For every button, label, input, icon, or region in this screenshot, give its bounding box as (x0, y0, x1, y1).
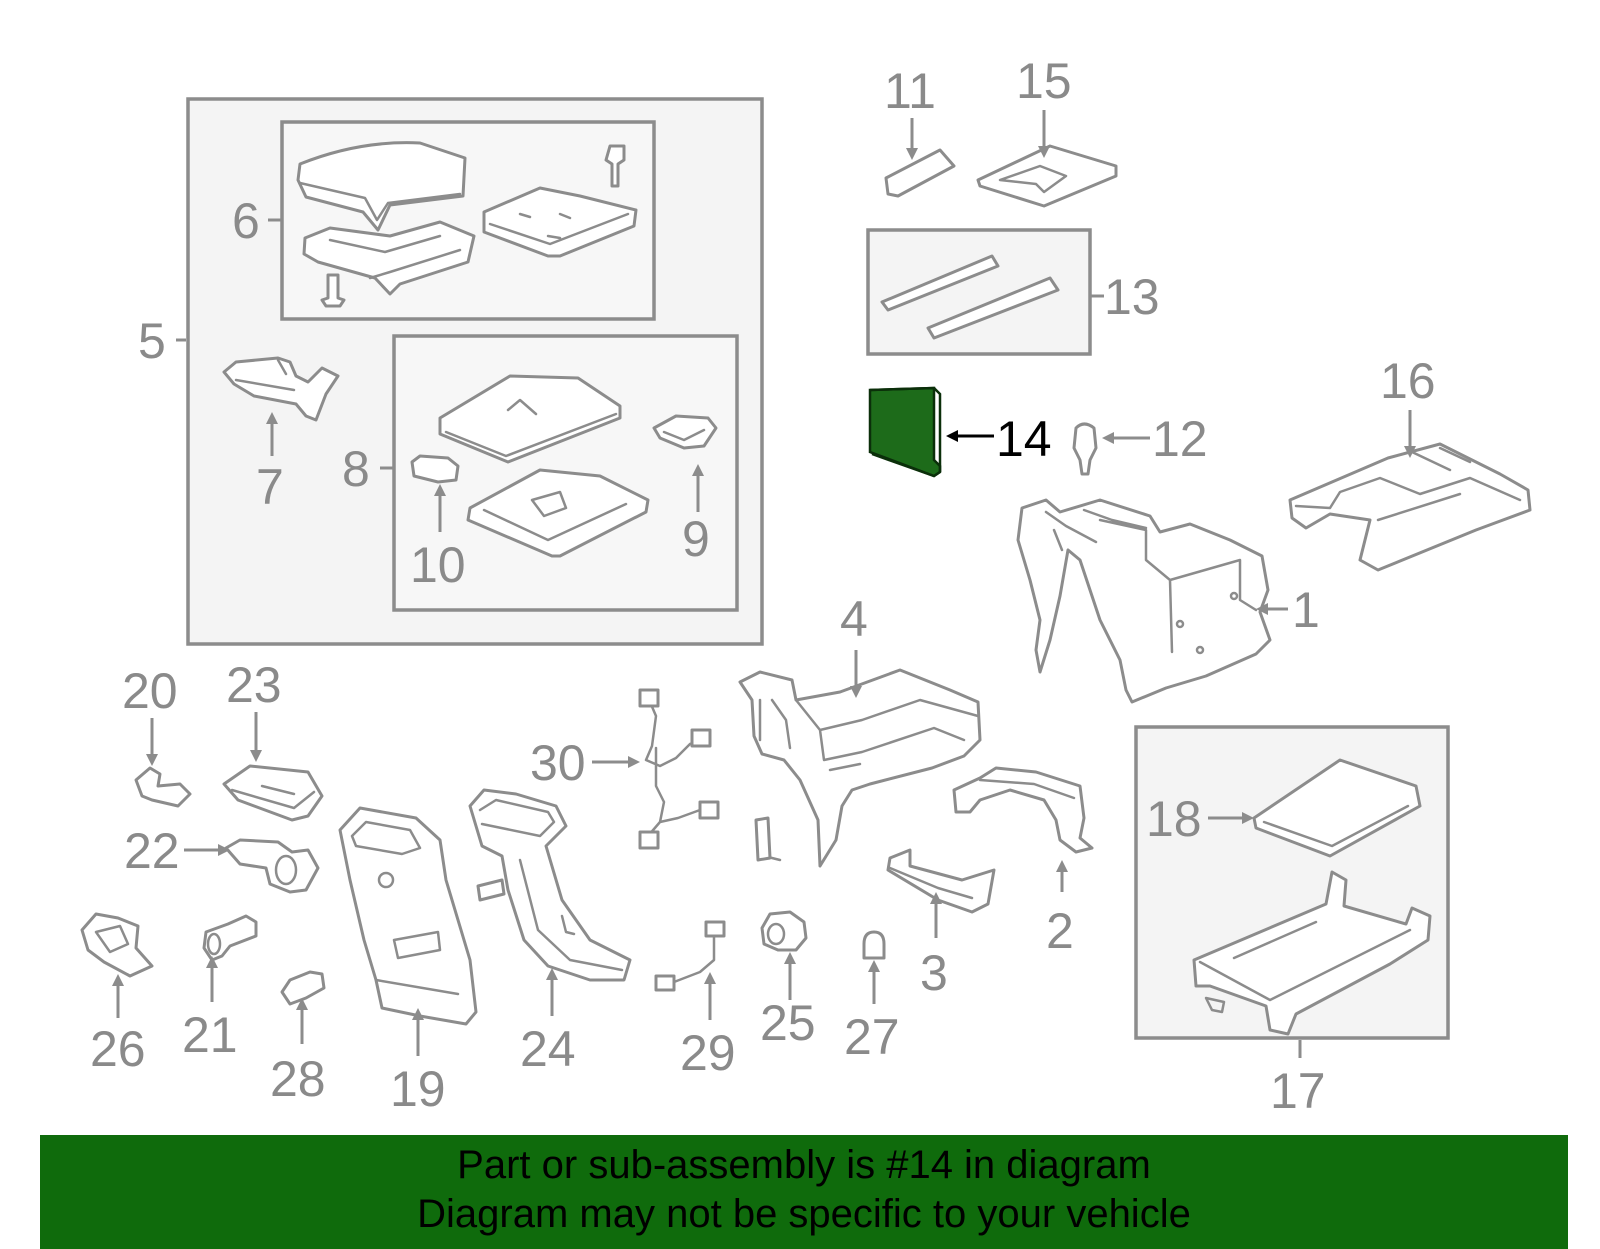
part-6-armrest-lid[interactable] (296, 141, 638, 308)
part-4-frame[interactable] (738, 668, 982, 868)
part-1-console-body[interactable] (1016, 498, 1272, 704)
callout-12[interactable]: 12 (1152, 411, 1208, 467)
part-28-bulb[interactable] (280, 970, 326, 1006)
callout-26[interactable]: 26 (90, 1021, 146, 1077)
callout-28[interactable]: 28 (270, 1051, 326, 1107)
part-13-liner-strips[interactable] (880, 254, 1060, 340)
callout-3[interactable]: 3 (920, 945, 948, 1001)
part-30-wiring-harness[interactable] (638, 688, 720, 850)
callout-6[interactable]: 6 (232, 193, 260, 249)
part-18-tray[interactable] (1252, 758, 1422, 858)
part-8-tray-assembly[interactable] (438, 374, 650, 558)
banner-line-disclaimer: Diagram may not be specific to your vehi… (417, 1192, 1191, 1236)
callout-22[interactable]: 22 (124, 823, 180, 879)
part-24-duct[interactable] (468, 788, 632, 982)
callout-8[interactable]: 8 (342, 441, 370, 497)
leader-lines (112, 110, 1416, 1058)
part-27-plug[interactable] (862, 930, 886, 960)
part-10-cap[interactable] (410, 454, 460, 484)
callout-19[interactable]: 19 (390, 1061, 446, 1117)
callout-7[interactable]: 7 (256, 459, 284, 515)
callout-20[interactable]: 20 (122, 663, 178, 719)
callout-15[interactable]: 15 (1016, 53, 1072, 109)
part-23-ashtray[interactable] (222, 764, 324, 822)
callout-25[interactable]: 25 (760, 995, 816, 1051)
part-11-strip[interactable] (884, 148, 956, 198)
part-3-pocket[interactable] (886, 848, 996, 914)
part-17-tray-base[interactable] (1192, 870, 1432, 1036)
callout-18[interactable]: 18 (1146, 791, 1202, 847)
callout-16[interactable]: 16 (1380, 353, 1436, 409)
part-22-lighter[interactable] (224, 838, 320, 894)
part-14-highlighted[interactable] (868, 386, 942, 478)
callout-17[interactable]: 17 (1270, 1063, 1326, 1119)
part-9-clip[interactable] (652, 414, 718, 450)
callout-13[interactable]: 13 (1104, 269, 1160, 325)
callout-24[interactable]: 24 (520, 1021, 576, 1077)
callout-11[interactable]: 11 (884, 63, 936, 119)
callout-29[interactable]: 29 (680, 1025, 736, 1081)
part-15-mat[interactable] (976, 144, 1118, 208)
part-2-bracket[interactable] (952, 766, 1094, 854)
callout-1[interactable]: 1 (1292, 582, 1320, 638)
callout-23[interactable]: 23 (226, 657, 282, 713)
banner-line-part: Part or sub-assembly is #14 in diagram (457, 1143, 1151, 1187)
callout-21[interactable]: 21 (182, 1007, 238, 1063)
part-7-bracket[interactable] (222, 356, 340, 422)
callout-10[interactable]: 10 (410, 537, 466, 593)
part-16-rear-tray[interactable] (1288, 442, 1532, 572)
part-20-clip[interactable] (134, 766, 192, 808)
callout-27[interactable]: 27 (844, 1009, 900, 1065)
part-19-rear-panel[interactable] (338, 806, 478, 1026)
callout-5[interactable]: 5 (138, 313, 166, 369)
callout-9[interactable]: 9 (682, 511, 710, 567)
part-29-sub-harness[interactable] (654, 920, 726, 992)
part-12-pin[interactable] (1072, 422, 1098, 476)
callout-labels: 1 2 3 4 5 6 7 8 9 10 11 12 13 14 15 16 1… (90, 53, 1436, 1119)
part-26-plate[interactable] (80, 912, 154, 978)
callout-30[interactable]: 30 (530, 735, 586, 791)
callout-14[interactable]: 14 (996, 411, 1052, 467)
callout-4[interactable]: 4 (840, 591, 868, 647)
notice-banner: Part or sub-assembly is #14 in diagram D… (40, 1135, 1568, 1249)
callout-2[interactable]: 2 (1046, 903, 1074, 959)
part-25-knob[interactable] (760, 910, 808, 952)
part-21-socket[interactable] (202, 914, 258, 962)
